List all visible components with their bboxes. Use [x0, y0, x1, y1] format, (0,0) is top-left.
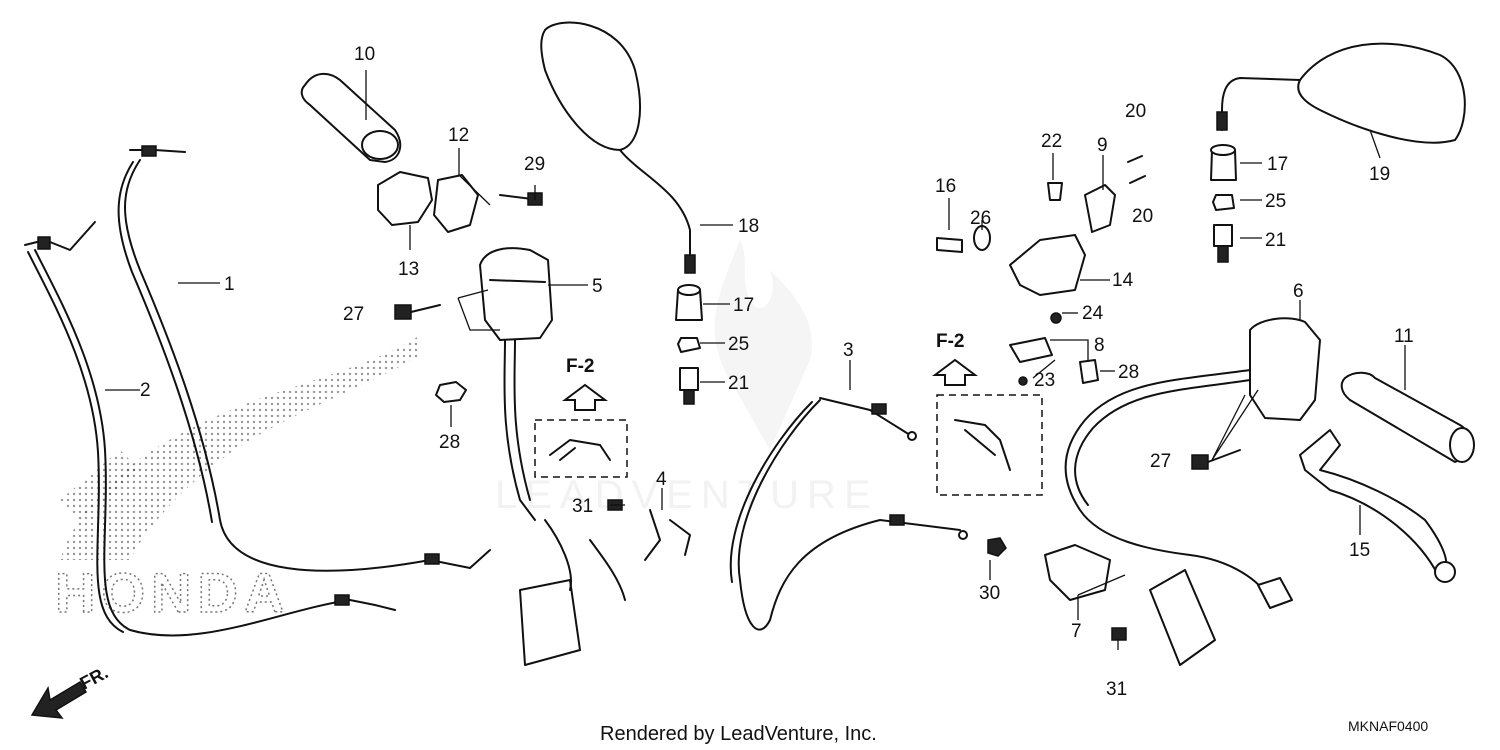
callout-31-left: 31: [572, 496, 593, 517]
throttle-cable-1: [117, 145, 491, 572]
callout-18: 18: [738, 216, 759, 237]
callout-11: 11: [1394, 326, 1414, 347]
callout-21-left: 21: [728, 373, 749, 394]
right-switch-housing: [1044, 317, 1321, 666]
callout-20-bottom: 20: [1132, 206, 1153, 227]
brand-wing-watermark: HONDA: [54, 335, 420, 625]
left-mirror: [540, 21, 696, 274]
callout-28-right: 28: [1118, 362, 1139, 383]
leader-lines: [105, 70, 1406, 650]
callout-21-right: 21: [1265, 230, 1286, 251]
watermark-text: LEADVENTURE: [495, 473, 879, 517]
throttle-cable-2: [24, 221, 396, 637]
leadventure-logo-watermark: LEADVENTURE: [495, 240, 879, 517]
callout-29: 29: [524, 154, 545, 175]
callout-28-left: 28: [439, 432, 460, 453]
callout-8: 8: [1094, 335, 1105, 356]
callout-27-left: 27: [343, 304, 364, 325]
brand-text-watermark: HONDA: [55, 561, 290, 624]
view-f2-right: F-2: [932, 331, 1043, 496]
callout-10: 10: [354, 44, 375, 65]
callout-3: 3: [843, 340, 854, 361]
callout-20-top: 20: [1125, 101, 1146, 122]
callout-24: 24: [1082, 303, 1104, 324]
diagram-code: MKNAF0400: [1348, 718, 1428, 734]
right-mirror: [1216, 42, 1466, 144]
center-cable-3: [729, 397, 968, 631]
callout-27-right: 27: [1150, 451, 1171, 472]
front-direction-arrow: FR.: [30, 662, 111, 719]
callout-23: 23: [1034, 370, 1055, 391]
right-mirror-hardware: [1210, 144, 1237, 263]
callout-15: 15: [1349, 540, 1370, 561]
callout-25-left: 25: [728, 334, 749, 355]
callout-22: 22: [1041, 131, 1062, 152]
callout-labels: 1 2 3 4 5 6 7 8 9 10 11 12 13 14 15 16 1…: [140, 44, 1414, 700]
rendered-by-footer: Rendered by LeadVenture, Inc.: [600, 723, 877, 745]
callout-26: 26: [970, 208, 991, 229]
callout-6: 6: [1293, 281, 1304, 302]
nut-30: [987, 537, 1007, 557]
callout-4: 4: [656, 469, 667, 490]
callout-9: 9: [1097, 135, 1108, 156]
callout-14: 14: [1112, 270, 1134, 291]
callout-31-right: 31: [1106, 679, 1127, 700]
view-label-f2-right: F-2: [936, 331, 965, 352]
callout-17-left: 17: [733, 295, 754, 316]
view-f2-left: F-2: [534, 356, 628, 478]
callout-1: 1: [224, 274, 235, 295]
callout-13: 13: [398, 259, 419, 280]
callout-19: 19: [1369, 164, 1390, 185]
callout-17-right: 17: [1267, 154, 1288, 175]
throttle-grip: [300, 72, 402, 163]
callout-12: 12: [448, 125, 469, 146]
callout-16: 16: [935, 176, 956, 197]
callout-25-right: 25: [1265, 191, 1286, 212]
right-grip: [1340, 371, 1475, 463]
callout-7: 7: [1071, 621, 1082, 642]
callout-30: 30: [979, 583, 1000, 604]
callout-2: 2: [140, 380, 151, 401]
throttle-housing: [377, 171, 543, 233]
left-switch-housing: [394, 247, 626, 666]
callout-5: 5: [592, 276, 603, 297]
nut-28-left: [435, 381, 467, 403]
brake-lever: [1299, 429, 1456, 583]
right-lever-bracket: [936, 155, 1146, 386]
left-mirror-hardware: [675, 284, 703, 405]
view-label-f2-left: F-2: [566, 356, 595, 377]
